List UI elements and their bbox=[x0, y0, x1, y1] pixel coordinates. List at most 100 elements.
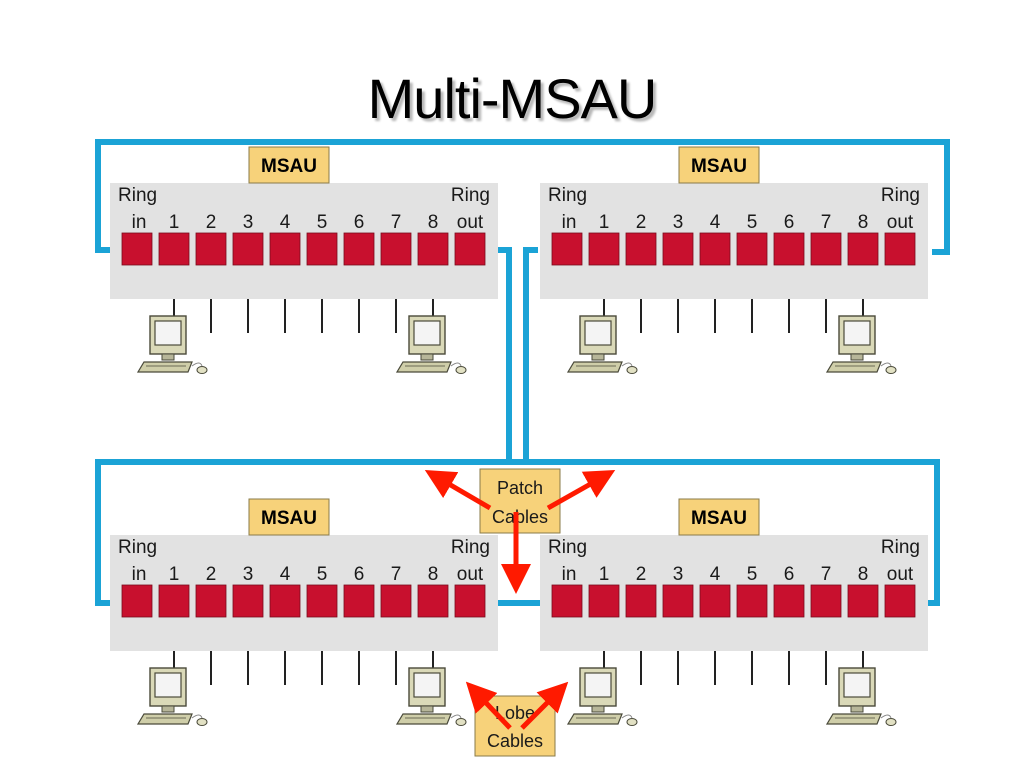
patch-cable-left bbox=[498, 247, 512, 464]
msau-label-box bbox=[678, 498, 760, 536]
port-label: 1 bbox=[169, 564, 180, 585]
port bbox=[588, 584, 620, 618]
port-label: out bbox=[887, 564, 914, 585]
port bbox=[343, 584, 375, 618]
port-label: 8 bbox=[428, 212, 439, 233]
port-label: 3 bbox=[243, 212, 254, 233]
patch-label-line2: Cables bbox=[492, 507, 548, 527]
port bbox=[699, 584, 731, 618]
ring-in-word: Ring bbox=[548, 537, 587, 558]
port bbox=[454, 232, 486, 266]
port bbox=[551, 584, 583, 618]
port bbox=[195, 584, 227, 618]
arrow-to-left-patch bbox=[424, 469, 492, 511]
port bbox=[121, 232, 153, 266]
port bbox=[232, 232, 264, 266]
port-label: in bbox=[132, 564, 147, 585]
port-label: 7 bbox=[821, 564, 832, 585]
port bbox=[847, 584, 879, 618]
port-label: 2 bbox=[206, 564, 217, 585]
port bbox=[662, 232, 694, 266]
msau-label: MSAU bbox=[691, 156, 747, 177]
port bbox=[417, 232, 449, 266]
port-label: out bbox=[887, 212, 914, 233]
port-label: 5 bbox=[747, 564, 758, 585]
patch-cable-right bbox=[523, 247, 538, 464]
msau-label: MSAU bbox=[691, 508, 747, 529]
port-label: 4 bbox=[280, 212, 291, 233]
patch-cables-box bbox=[479, 468, 561, 534]
ring-cables bbox=[95, 139, 950, 606]
port-label: out bbox=[457, 564, 484, 585]
port-label: 2 bbox=[636, 564, 647, 585]
port bbox=[454, 584, 486, 618]
port bbox=[588, 232, 620, 266]
patch-label-line1: Patch bbox=[497, 478, 543, 498]
port-label: 4 bbox=[710, 212, 721, 233]
port bbox=[158, 232, 190, 266]
port bbox=[810, 584, 842, 618]
lobe-label-line2: Cables bbox=[487, 731, 543, 751]
port bbox=[736, 232, 768, 266]
port-label: in bbox=[132, 212, 147, 233]
slide-title: Multi-MSAU bbox=[367, 67, 658, 130]
port-label: 1 bbox=[169, 212, 180, 233]
port bbox=[232, 584, 264, 618]
port bbox=[269, 232, 301, 266]
port bbox=[195, 232, 227, 266]
port-label: 1 bbox=[599, 564, 610, 585]
port bbox=[121, 584, 153, 618]
port bbox=[306, 232, 338, 266]
port-label: 6 bbox=[784, 212, 795, 233]
msau-label: MSAU bbox=[261, 508, 317, 529]
port-label: 2 bbox=[636, 212, 647, 233]
port bbox=[625, 584, 657, 618]
ring-cable-bottom bbox=[95, 459, 940, 606]
msau-label-box bbox=[248, 146, 330, 184]
port-label: 5 bbox=[317, 212, 328, 233]
port bbox=[662, 584, 694, 618]
port-label: 3 bbox=[673, 564, 684, 585]
msau-label-box bbox=[678, 146, 760, 184]
port bbox=[773, 232, 805, 266]
computer-icon bbox=[395, 667, 467, 726]
port-label: 6 bbox=[354, 212, 365, 233]
ring-in-word: Ring bbox=[118, 185, 157, 206]
port-label: 4 bbox=[710, 564, 721, 585]
port-label: in bbox=[562, 564, 577, 585]
port bbox=[269, 584, 301, 618]
port-label: 6 bbox=[354, 564, 365, 585]
port bbox=[343, 232, 375, 266]
port-label: 2 bbox=[206, 212, 217, 233]
port bbox=[847, 232, 879, 266]
port-label: 7 bbox=[821, 212, 832, 233]
port bbox=[625, 232, 657, 266]
computer-icon bbox=[136, 315, 208, 374]
port bbox=[773, 584, 805, 618]
ring-cable-top bbox=[95, 139, 950, 255]
msau-label: MSAU bbox=[261, 156, 317, 177]
arrow-to-left-lobe bbox=[465, 681, 512, 730]
port-label: 5 bbox=[747, 212, 758, 233]
port bbox=[810, 232, 842, 266]
port-label: 7 bbox=[391, 212, 402, 233]
arrow-to-right-patch bbox=[546, 470, 616, 511]
port bbox=[736, 584, 768, 618]
ring-out-word: Ring bbox=[451, 537, 490, 558]
port-label: 7 bbox=[391, 564, 402, 585]
computer-icon bbox=[395, 315, 467, 374]
ring-out-word: Ring bbox=[881, 185, 920, 206]
ring-in-word: Ring bbox=[118, 537, 157, 558]
port-label: 4 bbox=[280, 564, 291, 585]
computer-icon bbox=[566, 667, 638, 726]
port bbox=[380, 232, 412, 266]
port-label: 8 bbox=[428, 564, 439, 585]
computer-icon bbox=[825, 315, 897, 374]
